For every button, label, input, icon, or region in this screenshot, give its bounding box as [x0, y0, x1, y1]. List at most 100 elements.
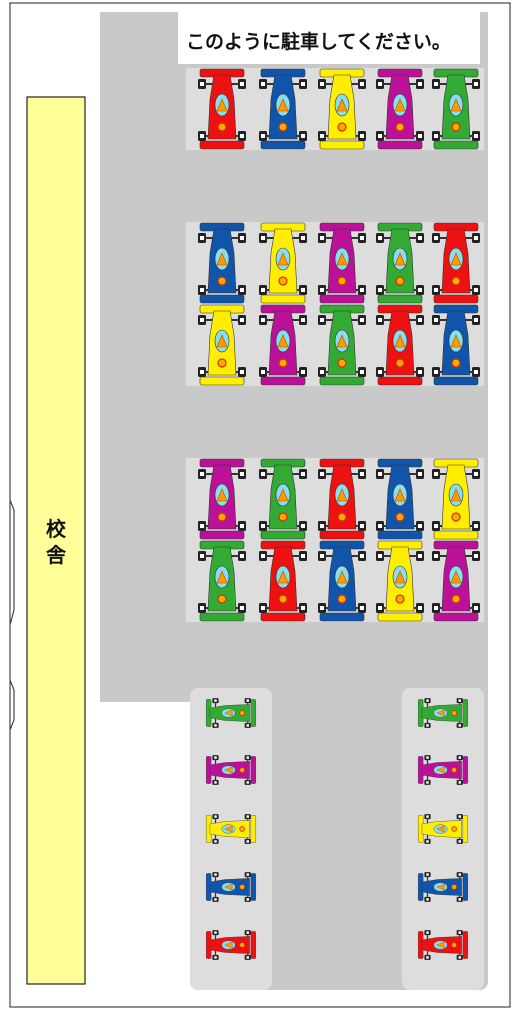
- engine: [218, 277, 226, 285]
- wheel-hub: [247, 724, 249, 726]
- wheel-hub: [474, 606, 478, 610]
- wheel-hub: [247, 815, 249, 817]
- rear-wing: [434, 377, 478, 385]
- rear-wing: [320, 295, 364, 303]
- wheel-hub: [360, 472, 364, 476]
- wheel-hub: [434, 134, 438, 138]
- rear-wing: [251, 756, 256, 783]
- rear-wing: [200, 613, 244, 621]
- wheel-hub: [434, 236, 438, 240]
- wheel-hub: [426, 781, 428, 783]
- wheel-hub: [301, 606, 305, 610]
- engine: [218, 595, 226, 603]
- rear-wing: [200, 377, 244, 385]
- wheel-hub: [320, 236, 324, 240]
- wheel-hub: [247, 931, 249, 933]
- wheel-hub: [320, 370, 324, 374]
- wheel-hub: [459, 815, 461, 817]
- rear-wing: [378, 295, 422, 303]
- wheel-hub: [418, 288, 422, 292]
- wheel-hub: [214, 699, 216, 701]
- wheel-hub: [474, 236, 478, 240]
- wheel-hub: [434, 554, 438, 558]
- wheel-hub: [320, 606, 324, 610]
- wheel-hub: [418, 472, 422, 476]
- wheel-hub: [378, 236, 382, 240]
- wheel-hub: [360, 134, 364, 138]
- wheel-hub: [247, 840, 249, 842]
- rear-wing: [261, 295, 305, 303]
- wheel-hub: [200, 524, 204, 528]
- wheel-hub: [261, 82, 265, 86]
- wheel-hub: [301, 236, 305, 240]
- wheel-hub: [214, 873, 216, 875]
- wheel-hub: [301, 472, 305, 476]
- rear-wing: [463, 756, 468, 783]
- wheel-hub: [418, 606, 422, 610]
- wheel-hub: [426, 931, 428, 933]
- wheel-hub: [459, 781, 461, 783]
- rear-wing: [463, 815, 468, 842]
- wheel-hub: [247, 873, 249, 875]
- rear-wing: [434, 141, 478, 149]
- wheel-hub: [459, 840, 461, 842]
- wheel-hub: [214, 815, 216, 817]
- wheel-hub: [360, 288, 364, 292]
- wheel-hub: [261, 236, 265, 240]
- wheel-hub: [200, 236, 204, 240]
- wheel-hub: [301, 370, 305, 374]
- diagram-title: このように駐車してください。: [186, 30, 451, 53]
- wheel-hub: [426, 898, 428, 900]
- engine: [338, 359, 346, 367]
- wheel-hub: [360, 318, 364, 322]
- rear-wing: [200, 295, 244, 303]
- wheel-hub: [320, 318, 324, 322]
- wheel-hub: [426, 840, 428, 842]
- engine: [452, 513, 460, 521]
- wheel-hub: [378, 318, 382, 322]
- wheel-hub: [378, 524, 382, 528]
- rear-wing: [251, 699, 256, 726]
- engine: [240, 711, 245, 716]
- wheel-hub: [459, 756, 461, 758]
- wheel-hub: [418, 318, 422, 322]
- wheel-hub: [418, 554, 422, 558]
- wheel-hub: [301, 524, 305, 528]
- wheel-hub: [434, 370, 438, 374]
- wheel-hub: [247, 956, 249, 958]
- wheel-hub: [200, 134, 204, 138]
- wheel-hub: [360, 82, 364, 86]
- wheel-hub: [320, 134, 324, 138]
- wheel-hub: [240, 554, 244, 558]
- wheel-hub: [426, 815, 428, 817]
- wheel-hub: [200, 606, 204, 610]
- wheel-hub: [434, 606, 438, 610]
- engine: [240, 943, 245, 948]
- engine: [396, 359, 404, 367]
- wheel-hub: [261, 370, 265, 374]
- engine: [279, 359, 287, 367]
- wheel-hub: [434, 524, 438, 528]
- wheel-hub: [214, 956, 216, 958]
- wheel-hub: [360, 524, 364, 528]
- rear-wing: [434, 531, 478, 539]
- wheel-hub: [301, 288, 305, 292]
- rear-wing: [378, 377, 422, 385]
- wheel-hub: [426, 756, 428, 758]
- wheel-hub: [360, 236, 364, 240]
- wheel-hub: [378, 288, 382, 292]
- wheel-hub: [247, 898, 249, 900]
- wheel-hub: [240, 288, 244, 292]
- rear-wing: [434, 613, 478, 621]
- engine: [452, 359, 460, 367]
- wheel-hub: [240, 318, 244, 322]
- rear-wing: [251, 931, 256, 958]
- engine: [396, 595, 404, 603]
- wheel-hub: [261, 318, 265, 322]
- wheel-hub: [378, 134, 382, 138]
- wheel-hub: [301, 554, 305, 558]
- rear-wing: [320, 613, 364, 621]
- wheel-hub: [214, 840, 216, 842]
- wheel-hub: [459, 699, 461, 701]
